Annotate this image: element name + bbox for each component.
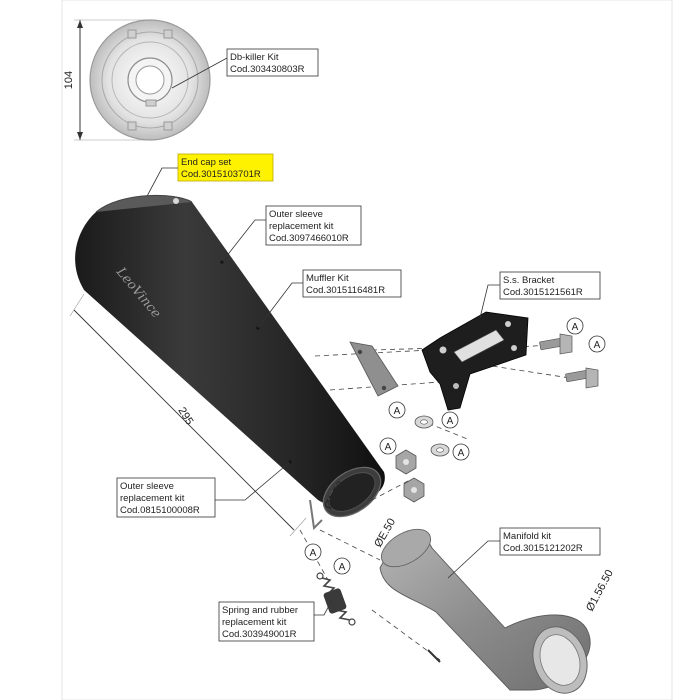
spring-part (316, 572, 356, 626)
washer-upper (414, 415, 434, 429)
db-killer-label-name: Db-killer Kit (230, 52, 279, 63)
db-killer-height-dimension (74, 19, 150, 141)
callout-a-5: A (379, 437, 397, 455)
svg-text:A: A (572, 322, 579, 333)
callout-a-1: A (566, 317, 584, 335)
bracket-leader (479, 284, 500, 319)
svg-text:A: A (339, 562, 346, 573)
mounting-plate (349, 341, 399, 397)
outer-sleeve-top-label-line2: replacement kit (269, 221, 334, 232)
callout-a-2: A (588, 335, 606, 353)
svg-text:A: A (447, 416, 454, 427)
outer-sleeve-top-leader (221, 219, 266, 263)
callout-a-4: A (441, 411, 459, 429)
svg-text:A: A (310, 548, 317, 559)
outer-sleeve-top-label-code: Cod.3097466010R (269, 233, 349, 244)
manifold-part (379, 528, 591, 694)
outer-sleeve-bottom-label-code: Cod.0815100008R (120, 505, 200, 516)
drawing-frame (61, 0, 673, 700)
svg-text:A: A (385, 442, 392, 453)
manifold-label-code: Cod.3015121202R (503, 543, 583, 554)
outer-sleeve-top-label-box (265, 205, 362, 246)
ss-bracket-part (421, 311, 529, 411)
spring-label-box (218, 601, 315, 642)
outer-sleeve-bottom-label-line1: Outer sleeve (120, 481, 174, 492)
bracket-label-box (499, 271, 601, 300)
db-killer-part (89, 19, 211, 141)
bolt-upper (539, 333, 573, 355)
svg-text:A: A (394, 406, 401, 417)
muffler-label-box (302, 269, 402, 298)
manifold-outlet-dimension: Ø1.56.50 (584, 568, 616, 614)
spring-label-line2: replacement kit (222, 617, 287, 628)
manifold-label-box (499, 527, 601, 556)
manifold-leader (447, 540, 500, 579)
outer-sleeve-bottom-leader (215, 461, 291, 501)
end-cap-label-box (177, 153, 274, 182)
washer-lower (430, 443, 450, 457)
muffler-length-dimension (69, 293, 307, 537)
callout-a-8: A (333, 557, 351, 575)
db-killer-leader (171, 57, 228, 89)
svg-text:A: A (594, 340, 601, 351)
end-cap-label-code: Cod.3015103701R (181, 169, 261, 180)
db-killer-label-code: Cod.303430803R (230, 64, 305, 75)
svg-text:A: A (458, 448, 465, 459)
muffler-leader (257, 282, 303, 329)
bracket-label-code: Cod.3015121561R (503, 287, 583, 298)
outer-sleeve-top-label-line1: Outer sleeve (269, 209, 323, 220)
spring-label-line1: Spring and rubber (222, 605, 298, 616)
db-killer-height-value: 104 (63, 71, 75, 89)
bolt-lower (565, 367, 599, 389)
nut-upper (395, 449, 417, 475)
outer-sleeve-bottom-label-box (116, 477, 216, 518)
outer-sleeve-bottom-label-line2: replacement kit (120, 493, 185, 504)
callout-a-3: A (388, 401, 406, 419)
end-cap-label-name: End cap set (181, 157, 232, 168)
spring-label-code: Cod.303949001R (222, 629, 297, 640)
callout-a-7: A (304, 543, 322, 561)
callout-a-6: A (452, 443, 470, 461)
spring-leader (314, 599, 333, 616)
db-killer-label-box (226, 48, 319, 77)
end-cap-leader (144, 167, 178, 201)
muffler-body (75, 195, 385, 531)
nut-lower (403, 477, 425, 503)
muffler-label-code: Cod.3015116481R (306, 285, 385, 296)
muffler-label-name: Muffler Kit (306, 273, 349, 284)
muffler-length-value: 295 (175, 405, 195, 427)
manifold-label-name: Manifold kit (503, 531, 551, 542)
bracket-label-name: S.s. Bracket (503, 275, 555, 286)
